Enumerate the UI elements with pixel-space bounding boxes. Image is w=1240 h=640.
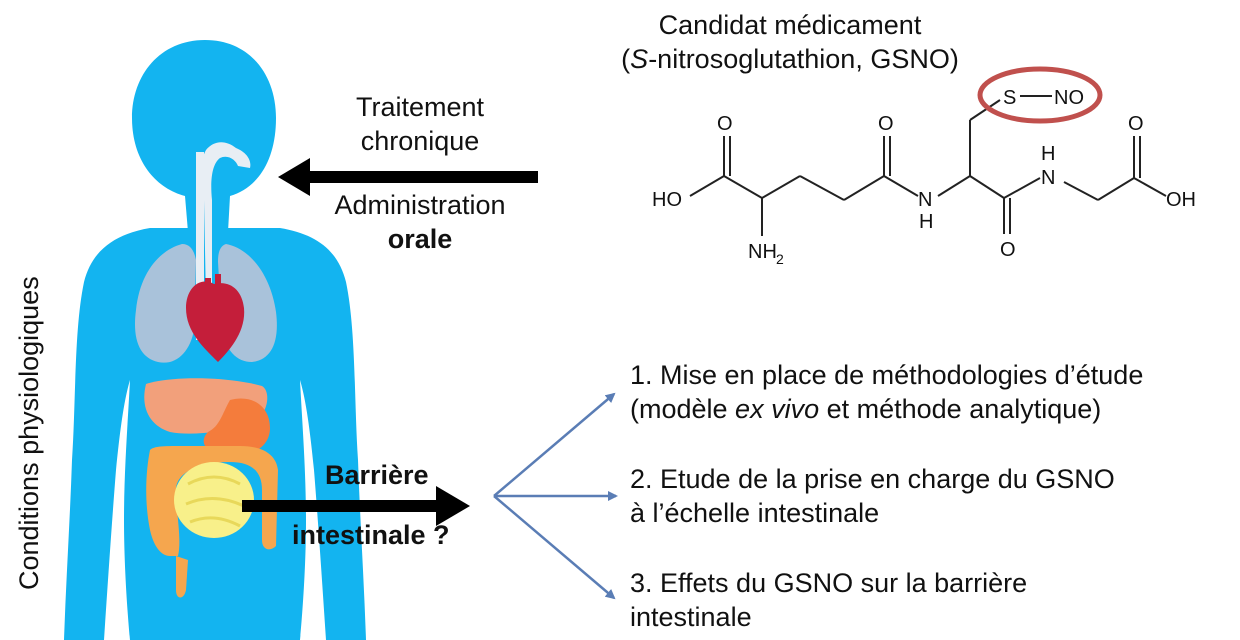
barrier-arrow [242, 486, 470, 526]
drug-title: Candidat médicament (S-nitrosoglutathion… [590, 8, 990, 76]
side-label: Conditions physiologiques [14, 276, 44, 590]
branch-arrows [493, 392, 618, 600]
step-2: 2. Etude de la prise en charge du GSNO à… [630, 464, 1115, 528]
atom-n1: N [918, 189, 932, 211]
atom-h2: H [1041, 143, 1055, 165]
atom-nh2: NH [748, 241, 777, 263]
atom-ho: HO [652, 189, 682, 211]
atom-o4: O [1128, 113, 1144, 135]
left-lung [134, 244, 196, 363]
treatment-label-bottom: Administration orale [334, 190, 506, 254]
atom-no: NO [1054, 87, 1084, 109]
step-1: 1. Mise en place de méthodologies d’étud… [630, 360, 1144, 424]
small-intestine [174, 462, 254, 538]
atom-n2: N [1041, 167, 1055, 189]
stomach [203, 398, 270, 457]
drug-title-line2: (S-nitrosoglutathion, GSNO) [621, 44, 959, 74]
treatment-arrow [278, 158, 538, 196]
sno-highlight-ring [977, 66, 1103, 124]
atom-s: S [1003, 87, 1016, 109]
atom-h1: H [919, 211, 933, 233]
atom-o2: O [878, 113, 894, 135]
barrier-label-line2: intestinale ? [292, 520, 450, 550]
branch-arrow-3 [493, 495, 616, 600]
heart [186, 281, 245, 362]
step-3: 3. Effets du GSNO sur la barrière intest… [630, 568, 1028, 632]
atom-nh2-subscript: 2 [776, 251, 784, 267]
branch-arrow-1 [493, 392, 616, 497]
atom-o1: O [717, 113, 733, 135]
treatment-label-top: Traitement chronique [355, 92, 485, 156]
barrier-label-line1: Barrière [325, 460, 429, 490]
atom-oh: OH [1166, 189, 1196, 211]
atom-labels: O HO NH 2 O N H S NO H N O O OH [652, 87, 1196, 267]
drug-title-italic-s: S [630, 44, 649, 74]
drug-title-line1: Candidat médicament [658, 10, 922, 40]
head-shape [132, 40, 276, 232]
atom-o3: O [1000, 239, 1016, 261]
gsno-structure [689, 95, 1167, 236]
large-intestine [146, 446, 278, 556]
